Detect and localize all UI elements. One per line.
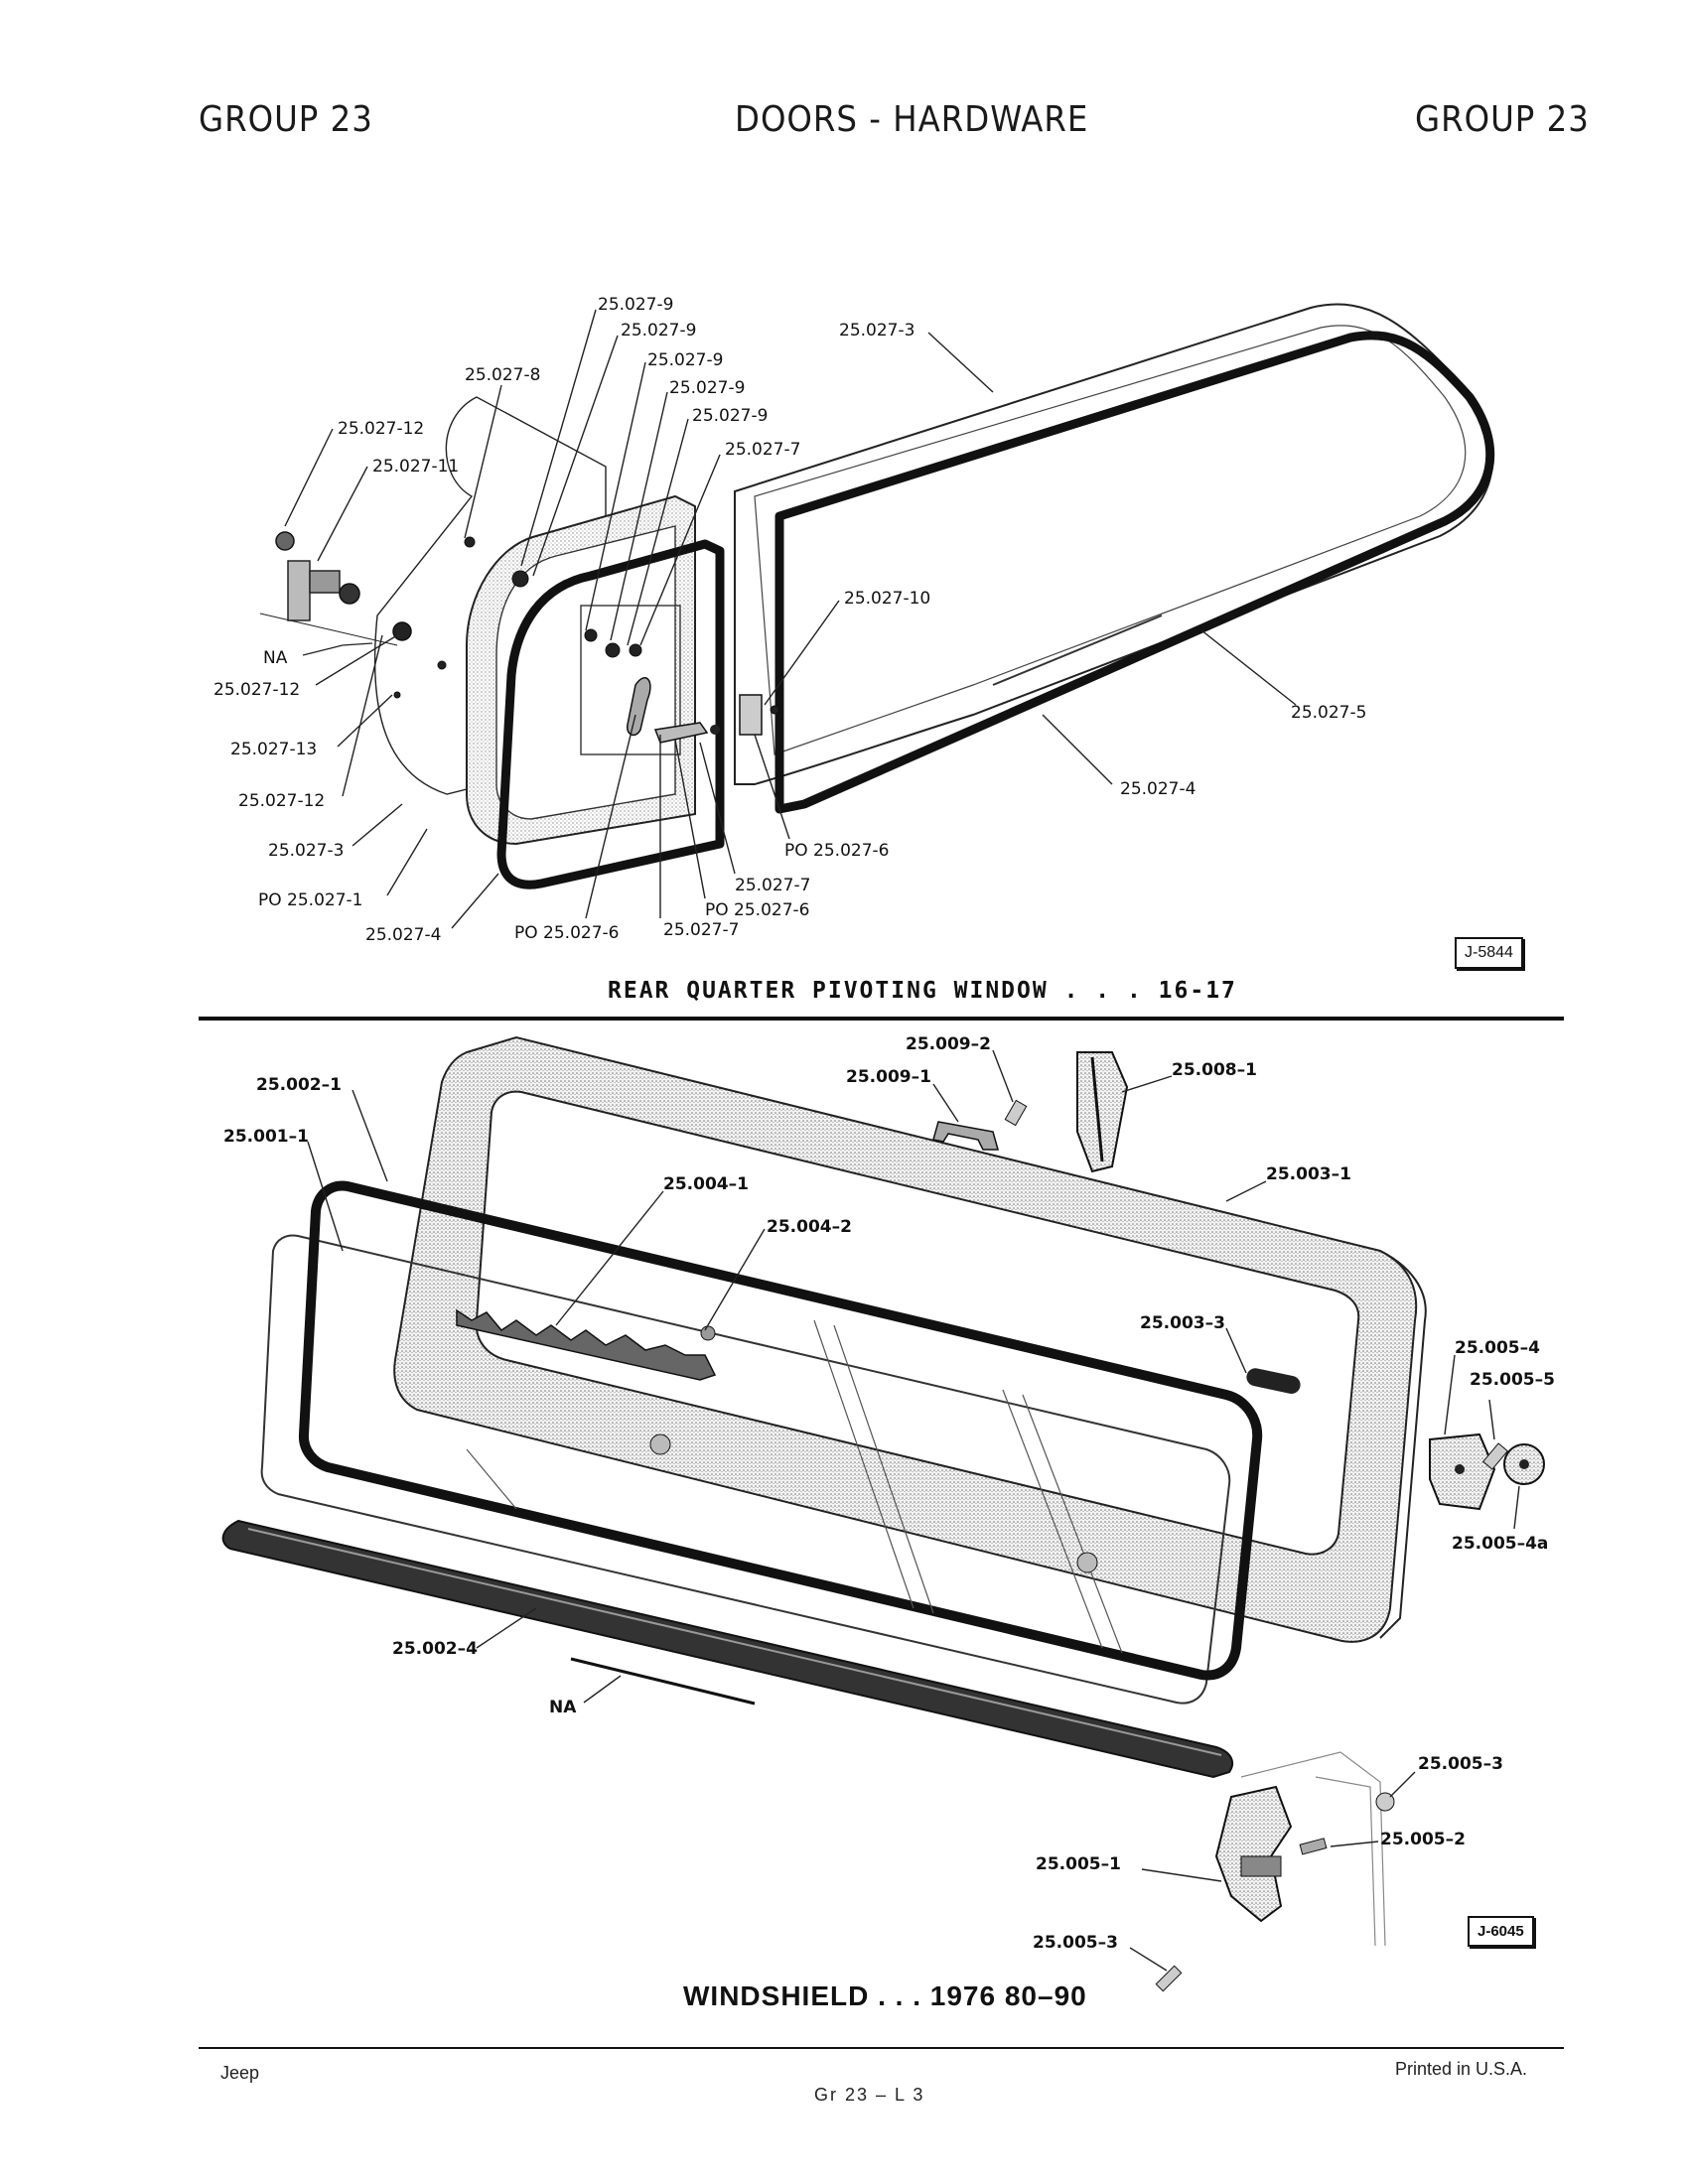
label: 25.003–3 [1140,1313,1225,1333]
figure1-labels: 25.027-9 25.027-9 25.027-9 25.027-9 25.0… [213,295,1366,945]
label: 25.027-3 [268,841,344,861]
clip-25-008-1[interactable] [1076,1051,1129,1173]
windshield-glass[interactable] [260,1234,1231,1705]
label: 25.027-4 [1120,779,1196,799]
footer-brand: Jeep [220,2063,260,2083]
defroster-grille[interactable] [456,1308,717,1381]
label: NA [549,1698,577,1717]
rear-quarter-window-diagram: 25.027-9 25.027-9 25.027-9 25.027-9 25.0… [213,295,1495,945]
long-window-seal[interactable] [774,331,1495,814]
label: 25.002–4 [392,1639,478,1659]
na-strip [570,1657,756,1706]
label: 25.027-9 [692,406,768,426]
footer-divider [199,2047,1564,2049]
bracket-25-009-1[interactable] [932,1121,999,1151]
figure2-ref-box: J-6045 [1468,1916,1534,1947]
label: NA [263,648,288,668]
footer-page: Gr 23 – L 3 [814,2085,925,2105]
latch-arm[interactable] [653,722,709,744]
label: 25.004–2 [767,1217,852,1237]
fasteners [393,536,779,715]
label: 25.027-9 [621,321,696,341]
windshield-seal[interactable] [298,1180,1263,1681]
label: 25.008–1 [1172,1060,1257,1080]
glass-reflections [466,1319,1123,1654]
label: PO 25.027-6 [784,841,889,861]
label: 25.027-5 [1291,703,1366,723]
screw-25-009-2[interactable] [1004,1099,1028,1127]
hinge-bracket-left[interactable] [275,531,412,641]
label: 25.027-12 [338,419,424,439]
body-cowl-outline [1240,1751,1386,1947]
label: 25.027-13 [230,740,317,759]
figure1-caption: REAR QUARTER PIVOTING WINDOW . . . 16-17 [608,978,1237,1004]
windshield-frame-flange [1379,1250,1427,1639]
figure1-leaders [284,309,1297,929]
label: 25.005–3 [1418,1754,1503,1774]
latch-handle[interactable] [627,677,651,737]
hinge-disk-25-005-4a[interactable] [1503,1443,1545,1485]
weatherstrip-bottom[interactable] [221,1519,1234,1779]
label: 25.027-11 [372,457,459,477]
label: 25.027-3 [839,321,914,341]
label: 25.004–1 [663,1174,749,1194]
label: 25.005–1 [1036,1854,1121,1874]
label: 25.027-4 [365,925,441,945]
label: 25.005–3 [1033,1933,1118,1953]
nut-25-005-3-top[interactable] [1375,1792,1395,1812]
label: 25.005–5 [1470,1370,1555,1390]
screw-25-005-2[interactable] [1299,1838,1328,1855]
pivot-window-seal[interactable] [496,539,725,889]
frame-slot [1246,1368,1301,1394]
footer-printed: Printed in U.S.A. [1395,2059,1528,2079]
label: 25.005–4 [1455,1338,1540,1358]
label: 25.002–1 [256,1075,342,1095]
label: PO 25.027-6 [514,923,619,943]
side-panel-outline [373,396,607,795]
hinge-25-005-1[interactable] [1214,1785,1293,1923]
label: 25.027-7 [725,440,800,460]
header-right: GROUP 23 [1415,99,1590,140]
label: PO 25.027-6 [705,900,809,920]
long-window-outer-frame [734,303,1493,785]
label: 25.027-10 [844,589,930,609]
figure2-labels: 25.002–1 25.001–1 25.004–1 25.004–2 25.0… [223,1034,1555,1953]
label: 25.027-8 [465,365,540,385]
hinge-plate-25-005-4[interactable] [1429,1433,1496,1511]
latch-bracket[interactable] [739,694,763,736]
figure1-ref-box: J-5844 [1455,937,1523,969]
vent-panel [580,605,681,755]
label: 25.027-9 [647,350,723,370]
windshield-frame[interactable] [393,1035,1418,1643]
header-left: GROUP 23 [199,99,373,140]
label: PO 25.027-1 [258,890,362,910]
label: 25.003–1 [1266,1164,1351,1184]
figure-divider [199,1017,1564,1021]
label: 25.027-9 [598,295,673,315]
screw-25-005-3-bottom[interactable] [1155,1965,1183,1992]
figure2-caption: WINDSHIELD . . . 1976 80–90 [683,1980,1087,2011]
label: 25.009–2 [906,1034,991,1054]
label: 25.005–4a [1452,1534,1548,1554]
label: 25.027-12 [238,791,325,811]
figure2-leaders [307,1049,1520,1972]
label: 25.001–1 [223,1127,309,1147]
bolt-25-005-5[interactable] [1481,1442,1509,1470]
header-title: DOORS - HARDWARE [735,99,1089,140]
long-window-frame-inner [754,325,1467,755]
windshield-diagram: 25.002–1 25.001–1 25.004–1 25.004–2 25.0… [221,1034,1555,1992]
label: 25.027-7 [663,920,739,940]
label: 25.027-12 [213,680,300,700]
label: 25.009–1 [846,1067,931,1087]
label: 25.005–2 [1380,1830,1466,1849]
label: 25.027-7 [735,876,810,895]
label: 25.027-9 [669,378,745,398]
